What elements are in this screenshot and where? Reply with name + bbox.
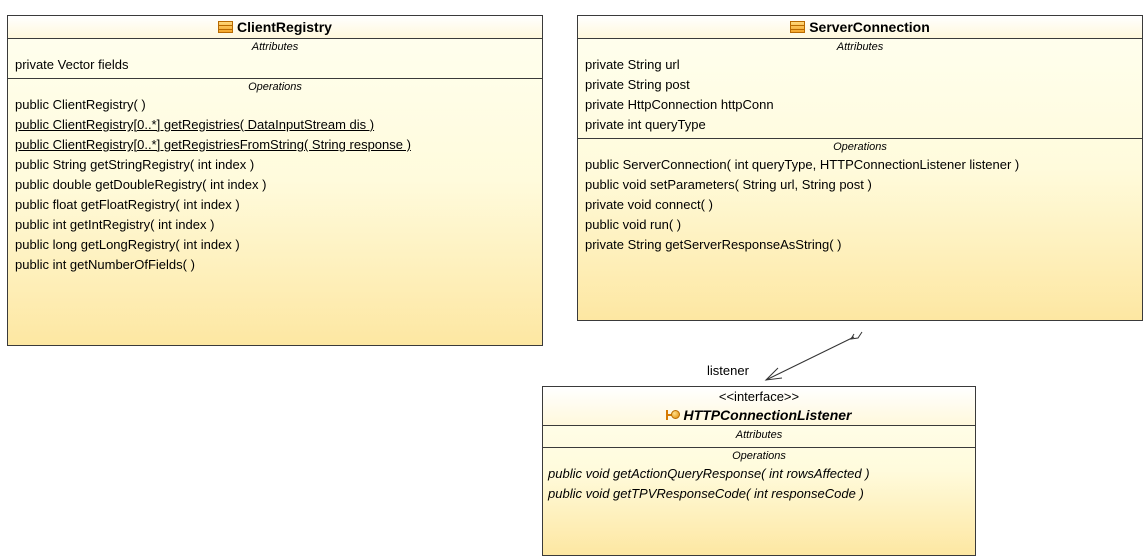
interface-name: HTTPConnectionListener bbox=[683, 407, 852, 423]
class-header: ServerConnection bbox=[578, 16, 1142, 39]
operation[interactable]: private String getServerResponseAsString… bbox=[585, 237, 842, 252]
operation-static[interactable]: public ClientRegistry[0..*] getRegistrie… bbox=[15, 137, 411, 152]
attributes-title: Attributes bbox=[735, 429, 783, 441]
attributes-compartment: Attributes private String url private St… bbox=[578, 39, 1142, 139]
operation-static[interactable]: public ClientRegistry[0..*] getRegistrie… bbox=[15, 117, 375, 132]
stereotype-label: <<interface>> bbox=[718, 389, 800, 404]
class-icon bbox=[218, 21, 234, 33]
interface-header: <<interface>> HTTPConnectionListener bbox=[543, 387, 975, 426]
attribute[interactable]: private int queryType bbox=[585, 117, 706, 132]
abstract-operation[interactable]: public void getActionQueryResponse( int … bbox=[548, 466, 870, 481]
operation[interactable]: private void connect( ) bbox=[585, 197, 713, 212]
class-server-connection[interactable]: ServerConnection Attributes private Stri… bbox=[577, 15, 1143, 321]
interface-http-connection-listener[interactable]: <<interface>> HTTPConnectionListener Att… bbox=[542, 386, 976, 556]
operations-compartment: Operations public ClientRegistry( ) publ… bbox=[8, 79, 542, 278]
operation[interactable]: public ClientRegistry( ) bbox=[15, 97, 146, 112]
attributes-title: Attributes bbox=[836, 41, 884, 53]
operations-compartment: Operations public ServerConnection( int … bbox=[578, 139, 1142, 258]
operation[interactable]: public long getLongRegistry( int index ) bbox=[15, 237, 240, 252]
association-line bbox=[765, 336, 855, 381]
association-role-label: listener bbox=[707, 363, 749, 378]
interface-icon bbox=[666, 409, 681, 421]
operation[interactable]: public float getFloatRegistry( int index… bbox=[15, 197, 240, 212]
class-name: ClientRegistry bbox=[237, 19, 332, 35]
operation[interactable]: public int getNumberOfFields( ) bbox=[15, 257, 195, 272]
attribute[interactable]: private String post bbox=[585, 77, 690, 92]
class-client-registry[interactable]: ClientRegistry Attributes private Vector… bbox=[7, 15, 543, 346]
attributes-title: Attributes bbox=[251, 41, 299, 53]
attribute[interactable]: private Vector fields bbox=[15, 57, 129, 72]
attributes-compartment: Attributes bbox=[543, 426, 975, 448]
operation[interactable]: public void setParameters( String url, S… bbox=[585, 177, 872, 192]
attribute[interactable]: private HttpConnection httpConn bbox=[585, 97, 774, 112]
operation[interactable]: public void run( ) bbox=[585, 217, 682, 232]
class-header: ClientRegistry bbox=[8, 16, 542, 39]
operations-title: Operations bbox=[732, 450, 786, 462]
operation[interactable]: public int getIntRegistry( int index ) bbox=[15, 217, 215, 232]
interface-name-row: HTTPConnectionListener bbox=[543, 405, 975, 425]
navigability-arrowhead bbox=[764, 367, 783, 381]
abstract-operation[interactable]: public void getTPVResponseCode( int resp… bbox=[548, 486, 864, 501]
operations-title: Operations bbox=[248, 81, 302, 93]
operation[interactable]: public String getStringRegistry( int ind… bbox=[15, 157, 255, 172]
attribute[interactable]: private String url bbox=[585, 57, 680, 72]
class-icon bbox=[790, 21, 806, 33]
operations-title: Operations bbox=[833, 141, 887, 153]
class-name: ServerConnection bbox=[809, 19, 930, 35]
operations-compartment: Operations public void getActionQueryRes… bbox=[543, 448, 975, 507]
attributes-compartment: Attributes private Vector fields bbox=[8, 39, 542, 79]
operation[interactable]: public ServerConnection( int queryType, … bbox=[585, 157, 1020, 172]
operation[interactable]: public double getDoubleRegistry( int ind… bbox=[15, 177, 267, 192]
